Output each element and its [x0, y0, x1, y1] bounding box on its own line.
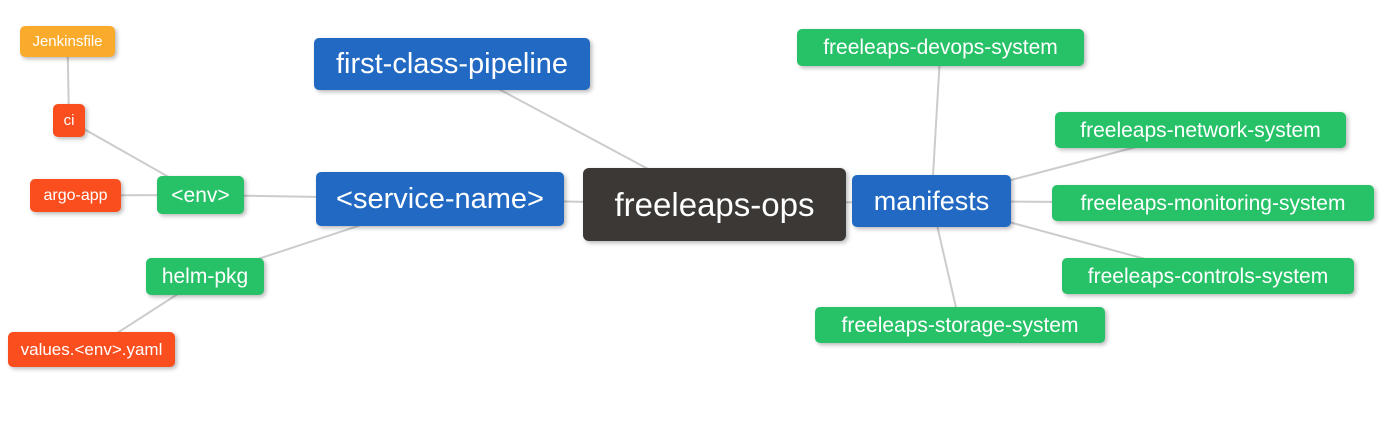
- node-devops-system[interactable]: freeleaps-devops-system: [797, 29, 1084, 66]
- node-network-system[interactable]: freeleaps-network-system: [1055, 112, 1346, 148]
- node-storage-system[interactable]: freeleaps-storage-system: [815, 307, 1105, 343]
- node-argo-app[interactable]: argo-app: [30, 179, 121, 212]
- node-ci[interactable]: ci: [53, 104, 85, 137]
- node-env[interactable]: <env>: [157, 176, 244, 214]
- node-helm-pkg[interactable]: helm-pkg: [146, 258, 264, 295]
- node-service-name[interactable]: <service-name>: [316, 172, 564, 226]
- node-first-class-pipeline[interactable]: first-class-pipeline: [314, 38, 590, 90]
- node-controls-system[interactable]: freeleaps-controls-system: [1062, 258, 1354, 294]
- node-monitoring-system[interactable]: freeleaps-monitoring-system: [1052, 185, 1374, 221]
- node-values-env-yaml[interactable]: values.<env>.yaml: [8, 332, 175, 367]
- node-freeleaps-ops[interactable]: freeleaps-ops: [583, 168, 846, 241]
- node-manifests[interactable]: manifests: [852, 175, 1011, 227]
- node-jenkinsfile[interactable]: Jenkinsfile: [20, 26, 115, 57]
